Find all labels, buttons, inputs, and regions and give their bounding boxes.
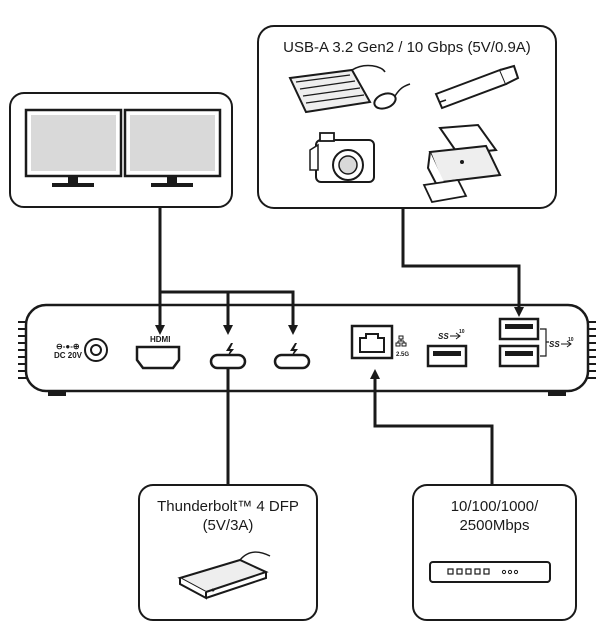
thunderbolt-box-title-line1: Thunderbolt™ 4 DFP	[157, 498, 299, 515]
ethernet-box-title-line1: 10/100/1000/	[450, 498, 539, 515]
usb-ss-label: SS	[549, 340, 560, 349]
usb-a-port-2	[498, 317, 540, 341]
usb-a-port-3	[498, 344, 540, 368]
vent-left	[18, 321, 27, 379]
keyboard-icon	[288, 64, 386, 114]
usb-box-title: USB-A 3.2 Gen2 / 10 Gbps (5V/0.9A)	[283, 39, 531, 56]
camera-icon	[309, 132, 375, 183]
usb-bracket	[540, 328, 549, 357]
lan-speed-label: 2.5G	[396, 352, 409, 358]
hdmi-port	[135, 345, 181, 370]
thunderbolt-box-title-line2: (5V/3A)	[202, 517, 254, 534]
usb-speed-label: 10	[459, 329, 465, 335]
dc-label: DC 20V	[54, 351, 83, 360]
thunderbolt-storage-box	[138, 484, 318, 621]
connection-lines	[155, 207, 524, 485]
lan-port	[350, 324, 394, 360]
lan-icon	[395, 335, 407, 347]
dock-body: ⊖-●-⊕ DC 20V HDMI 2.5G	[18, 303, 596, 396]
hdmi-label: HDMI	[150, 335, 170, 344]
network-switch-icon	[429, 561, 551, 583]
monitor-icon	[123, 108, 222, 187]
hard-drive-icon	[177, 551, 271, 600]
usb-stick-icon	[434, 64, 520, 110]
vent-right	[587, 321, 596, 379]
usb-ss-label: SS	[438, 332, 449, 341]
printer-icon	[422, 123, 502, 204]
thunderbolt-port-2	[273, 343, 311, 370]
monitors-box	[9, 92, 233, 208]
monitor-icon	[24, 108, 123, 187]
ethernet-box-title-line2: 2500Mbps	[459, 517, 530, 534]
thunderbolt-box-title: Thunderbolt™ 4 DFP (5V/3A)	[139, 497, 317, 535]
usb-speed-label: 10	[568, 337, 574, 343]
ethernet-box-title: 10/100/1000/ 2500Mbps	[413, 497, 576, 535]
dc-port	[84, 338, 108, 362]
ethernet-box	[412, 484, 577, 621]
usb-icon	[450, 332, 461, 340]
usb-devices-box	[257, 25, 557, 209]
dc-polarity-symbol: ⊖-●-⊕	[56, 342, 80, 351]
usb-a-port-1: SS 10	[426, 329, 468, 368]
mouse-icon	[373, 83, 411, 110]
usb-icon	[561, 340, 572, 348]
